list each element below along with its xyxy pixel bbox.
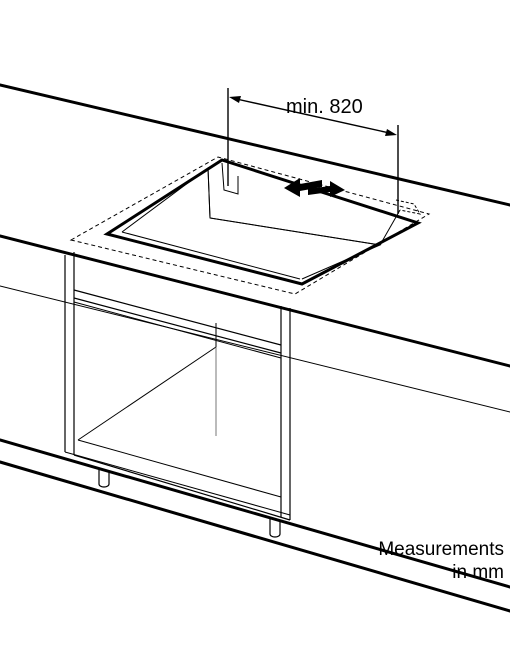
cabinet-feet bbox=[98, 468, 281, 538]
cabinet-shelf-front-top bbox=[73, 289, 282, 346]
worktop-front-top-edge bbox=[0, 234, 510, 368]
cabinet-back-bottom bbox=[77, 439, 282, 498]
cutout-left-inner-wall bbox=[207, 167, 211, 219]
cabinet-back-left-diagonal bbox=[77, 346, 217, 441]
airflow-arrow-left-icon bbox=[284, 178, 322, 197]
measurements-note-line2: in mm bbox=[452, 562, 504, 583]
floor bbox=[0, 438, 510, 613]
cutout-right-inner-edge bbox=[379, 209, 401, 246]
vent-strip-right bbox=[395, 199, 422, 215]
floor-line bbox=[0, 460, 510, 613]
vent-strip bbox=[221, 162, 239, 195]
airflow-arrow-right-icon bbox=[308, 181, 345, 197]
cabinet bbox=[64, 252, 291, 521]
cutout-inner-floor-front bbox=[121, 231, 301, 280]
hob-frame-dashed-outline bbox=[69, 156, 431, 295]
cutout-outer-edge bbox=[103, 158, 422, 286]
worktop-back-edge bbox=[0, 83, 510, 207]
cabinet-foot-left bbox=[98, 468, 110, 488]
cabinet-bottom-front bbox=[73, 454, 291, 521]
cabinet-shelf-back bbox=[73, 301, 282, 359]
dimension-arrowhead-left bbox=[229, 96, 241, 103]
dimension-arrowhead-right bbox=[385, 129, 397, 136]
cutout-inner-back-wall bbox=[121, 167, 382, 280]
dimension-min-820: min. 820 bbox=[227, 88, 399, 214]
worktop bbox=[0, 83, 510, 413]
hob-cutout bbox=[69, 156, 431, 295]
dimension-label: min. 820 bbox=[286, 96, 363, 118]
worktop-front-bottom-edge bbox=[0, 285, 510, 413]
measurements-note-line1: Measurements bbox=[378, 539, 504, 560]
cutout-inner-floor-back bbox=[209, 217, 381, 246]
cabinet-shelf-front-bottom bbox=[73, 297, 282, 354]
cabinet-bottom-edge bbox=[64, 451, 291, 516]
dimension-line bbox=[231, 97, 395, 135]
plinth-top-line bbox=[0, 438, 510, 589]
airflow-arrows bbox=[284, 178, 345, 197]
cabinet-foot-right bbox=[269, 518, 281, 538]
